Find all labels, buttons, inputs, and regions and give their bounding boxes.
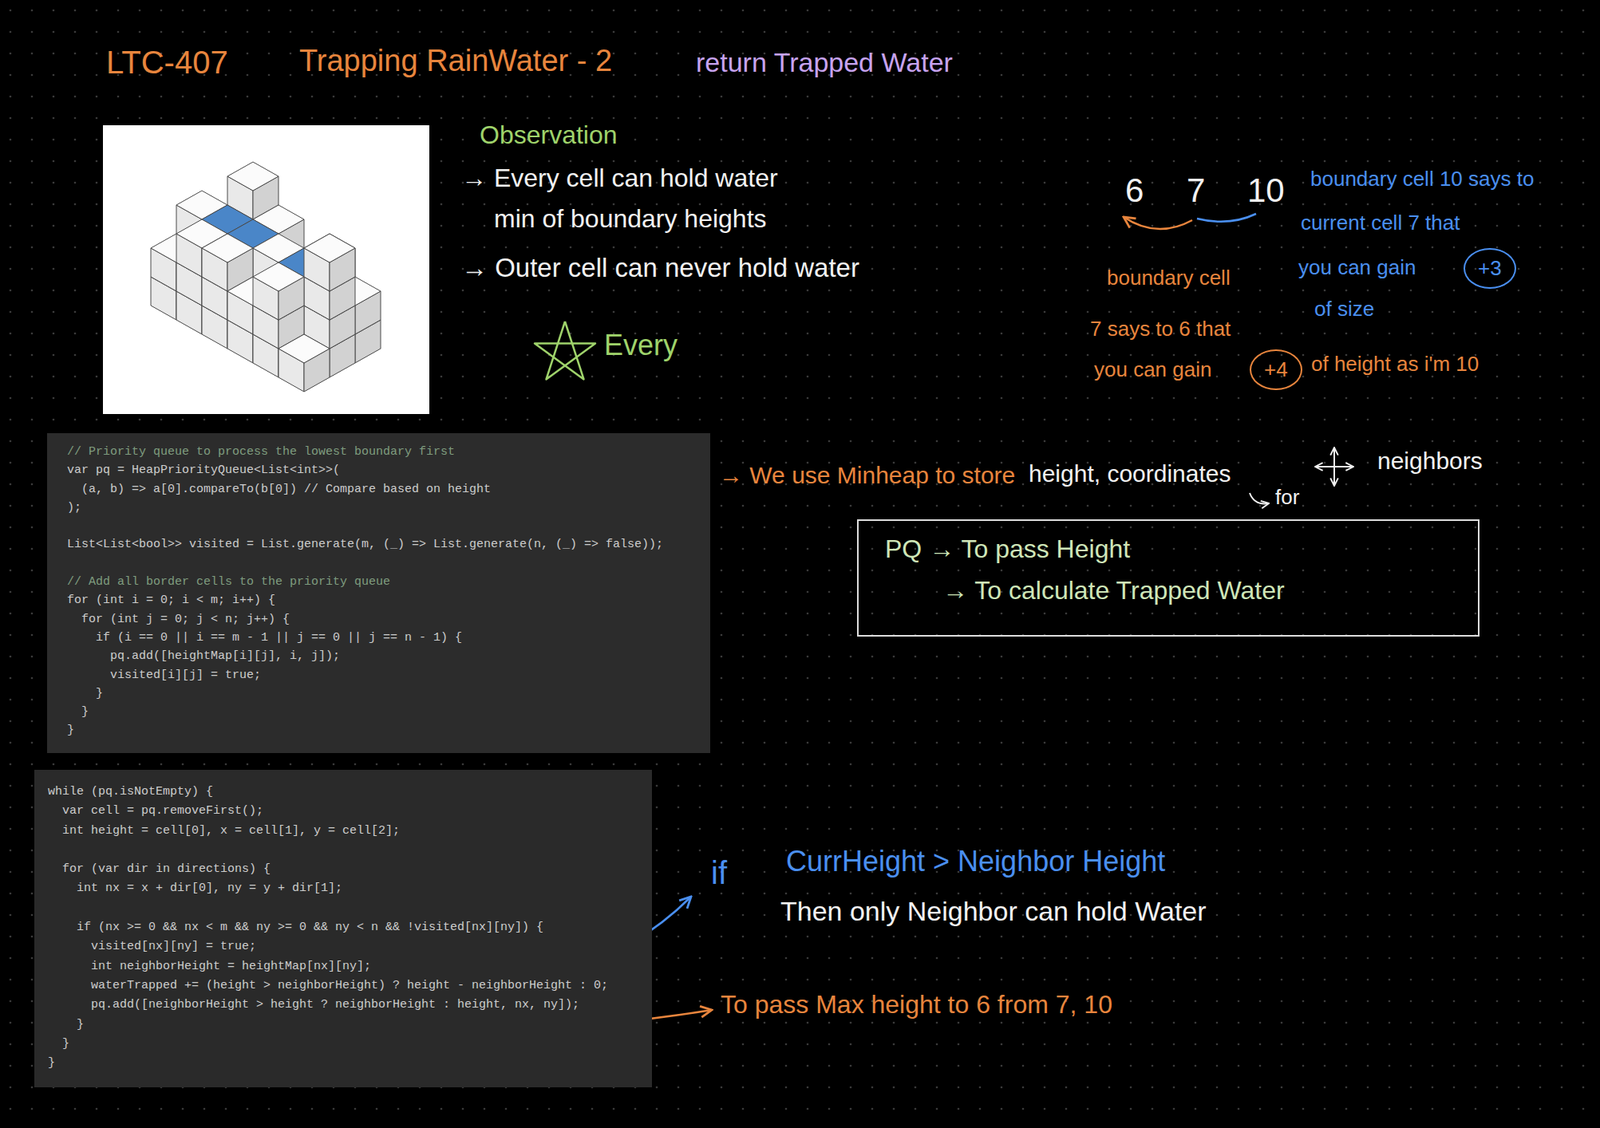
direction-arrow bbox=[1333, 466, 1336, 486]
code-line: waterTrapped += (height > neighborHeight… bbox=[90, 976, 609, 996]
star-note: Every bbox=[604, 327, 678, 363]
code-line: var pq = HeapPriorityQueue<List<int>>( bbox=[67, 461, 340, 480]
code-line: if (nx >= 0 && nx < m && ny >= 0 && ny <… bbox=[76, 918, 544, 938]
code-line: int neighborHeight = heightMap[nx][ny]; bbox=[90, 957, 372, 977]
code-line: // Priority queue to process the lowest … bbox=[67, 442, 455, 462]
code-line: List<List<bool>> visited = List.generate… bbox=[67, 535, 664, 554]
leader-arrow bbox=[1249, 493, 1269, 504]
code-line: // Add all border cells to the priority … bbox=[67, 572, 391, 592]
code-line: (a, b) => a[0].compareTo(b[0]) // Compar… bbox=[81, 480, 491, 499]
box-text: → To calculate Trapped Water bbox=[942, 575, 1285, 606]
purpose-note: To pass Max height to 6 from 7, 10 bbox=[720, 989, 1113, 1020]
code-line: int nx = x + dir[0], ny = y + dir[1]; bbox=[76, 879, 343, 899]
code-line: } bbox=[67, 721, 75, 740]
direction-arrow bbox=[1315, 466, 1335, 468]
block-top bbox=[304, 233, 356, 263]
code-panel: // Priority queue to process the lowest … bbox=[47, 433, 711, 754]
explanation-note: you can gain bbox=[1094, 357, 1212, 383]
explanation-note: of size bbox=[1314, 296, 1375, 322]
code-line: int height = cell[0], x = cell[1], y = c… bbox=[62, 821, 400, 842]
circle-text: +3 bbox=[1477, 256, 1502, 281]
block-top bbox=[252, 262, 305, 292]
circle-text: +4 bbox=[1264, 357, 1288, 383]
circled-gain: +3 bbox=[1463, 248, 1517, 289]
circled-gain: +4 bbox=[1249, 349, 1303, 391]
note-box: PQ → To pass Height → To calculate Trappe… bbox=[857, 519, 1480, 637]
problem-id: LTC-407 bbox=[106, 43, 229, 82]
code-line: visited[nx][ny] = true; bbox=[90, 937, 257, 957]
code-line: while (pq.isNotEmpty) { bbox=[47, 782, 214, 802]
star-mark bbox=[534, 321, 596, 380]
condition-note: Then only Neighbor can hold Water bbox=[780, 895, 1207, 929]
code-line: var cell = pq.removeFirst(); bbox=[62, 801, 264, 822]
code-line: for (int i = 0; i < m; i++) { bbox=[67, 591, 276, 610]
code-line: } bbox=[81, 703, 89, 722]
condition-note: CurrHeight > Neighbor Height bbox=[786, 844, 1166, 879]
explanation-note: current cell 7 that bbox=[1300, 210, 1460, 236]
explanation-note: you can gain bbox=[1298, 255, 1416, 281]
observation-note: → Every cell can hold water bbox=[461, 162, 779, 194]
page-title: Trapping RainWater - 2 bbox=[299, 43, 613, 80]
flow-arrow bbox=[1123, 217, 1193, 230]
block-top bbox=[201, 233, 253, 263]
observation-note: min of boundary heights bbox=[493, 203, 767, 234]
approach-note: → We use Minheap to store bbox=[719, 461, 1016, 490]
code-line: pq.add([heightMap[i][j], i, j]); bbox=[110, 647, 340, 666]
code-line: } bbox=[76, 1015, 84, 1036]
direction-arrow bbox=[1334, 466, 1354, 468]
code-panel: while (pq.isNotEmpty) {var cell = pq.rem… bbox=[34, 770, 652, 1088]
example-value: 7 bbox=[1186, 170, 1205, 211]
direction-arrow bbox=[1333, 447, 1336, 467]
example-value: 10 bbox=[1247, 170, 1285, 211]
explanation-note: 7 says to 6 that bbox=[1090, 316, 1231, 342]
approach-note: height, coordinates bbox=[1028, 459, 1232, 489]
explanation-note: boundary cell bbox=[1106, 265, 1231, 291]
observation-note: → Outer cell can never hold water bbox=[461, 252, 860, 285]
flow-curve bbox=[1197, 213, 1257, 222]
heading-note: Observation bbox=[479, 119, 618, 151]
approach-note: neighbors bbox=[1377, 446, 1483, 476]
example-value: 6 bbox=[1125, 170, 1144, 211]
condition-note: if bbox=[711, 853, 727, 893]
code-line: if (i == 0 || i == m - 1 || j == 0 || j … bbox=[95, 628, 463, 648]
code-line: pq.add([neighborHeight > height ? neighb… bbox=[90, 995, 580, 1016]
code-line: } bbox=[47, 1054, 56, 1074]
explanation-note: of height as i'm 10 bbox=[1311, 351, 1479, 377]
illustration-panel bbox=[102, 125, 430, 415]
code-line: for (int j = 0; j < n; j++) { bbox=[81, 610, 290, 629]
code-line: } bbox=[62, 1035, 70, 1055]
explanation-note: boundary cell 10 says to bbox=[1310, 166, 1534, 192]
box-text: PQ → To pass Height bbox=[884, 533, 1130, 565]
code-line: } bbox=[95, 684, 103, 704]
code-line: visited[i][j] = true; bbox=[110, 666, 261, 685]
block-illustration bbox=[150, 161, 381, 392]
code-line: ); bbox=[67, 498, 82, 518]
block-top bbox=[227, 161, 279, 191]
code-line: for (var dir in directions) { bbox=[62, 860, 271, 880]
approach-note: for bbox=[1275, 485, 1300, 510]
block-top bbox=[278, 334, 330, 364]
goal-note: return Trapped Water bbox=[695, 46, 953, 80]
